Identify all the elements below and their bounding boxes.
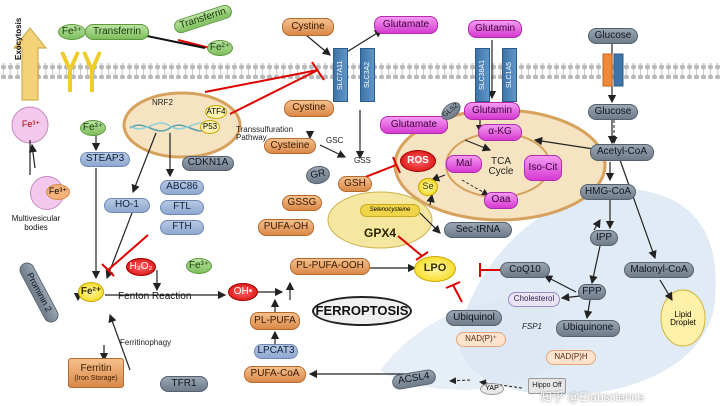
lipid-droplet-shape	[660, 289, 706, 347]
fe3-fenton-node: Fe³⁺	[186, 258, 212, 274]
nadp-plus-node: NAD(P)⁺	[456, 332, 506, 347]
pl-pufa-node: PL-PUFA	[250, 312, 300, 330]
exocytosis-arrow	[12, 27, 48, 101]
fe2-pool-node: Fe²⁺	[78, 282, 104, 302]
nadph-node: NAD(P)H	[546, 350, 596, 365]
hydroxyl-radical-node: OH•	[228, 283, 258, 301]
slc3a2-transporter: SLC3A2	[360, 48, 375, 102]
fpp-node: FPP	[578, 284, 606, 300]
transferrin-node: Transferrin	[85, 24, 149, 40]
ubiquinol-node: Ubiquinol	[446, 310, 502, 326]
slc38a1-transporter: SLC38A1	[475, 48, 490, 102]
glutamin-in-node: Glutamin	[464, 102, 520, 120]
fe3-mvb-node: Fe³⁺	[46, 184, 70, 200]
sec-trna-node: Sec-tRNA	[444, 222, 512, 238]
ferritinophagy-label: Ferritinophagy	[120, 338, 172, 347]
akg-node: α-KG	[478, 124, 522, 141]
tfr1-node: TFR1	[160, 376, 208, 392]
hippo-off-node: Hippo Off	[528, 378, 566, 394]
fe3-transferrin-node: Fe³⁺	[58, 24, 86, 40]
slc1a5-transporter: SLC1A5	[502, 48, 517, 102]
fe3-vesicle-node: Fe³⁺	[21, 119, 41, 130]
malonyl-coa-node: Malonyl-CoA	[624, 262, 694, 278]
ferritin-sublabel: (Iron Storage)	[74, 374, 118, 382]
ros-node: ROS	[400, 150, 436, 172]
ftl-node: FTL	[160, 200, 204, 215]
ipp-node: IPP	[590, 230, 618, 246]
cystine-in-node: Cystine	[284, 100, 334, 117]
acetyl-coa-node: Acetyl-CoA	[590, 144, 654, 161]
gpx4-label: GPX4	[363, 225, 396, 240]
steap3-node: STEAP3	[80, 152, 130, 167]
yap-node: YAP	[480, 383, 504, 395]
h2o2-node: H₂O₂	[126, 258, 156, 276]
atf4-node: ATF4	[205, 105, 227, 119]
pufa-oh-node: PUFA-OH	[258, 219, 314, 236]
transsulfuration-label: Transsulfuration Pathway	[236, 125, 294, 142]
mal-node: Mal	[446, 155, 482, 173]
exocytosis-label: Exocytosis	[14, 17, 23, 60]
lipid-droplet-label: Lipid Droplet	[670, 309, 696, 327]
watermark: 知乎 @Elabscience	[540, 390, 645, 404]
selenocysteine-node: Selenocysteine	[360, 204, 420, 217]
tca-cycle-label: TCA Cycle	[488, 155, 514, 177]
glutamin-out-node: Glutamin	[468, 20, 522, 38]
glutamate-out-node: Glutamate	[374, 16, 438, 34]
pl-pufa-ooh-node: PL-PUFA-OOH	[290, 258, 370, 275]
fenton-reaction-label: Fenton Reaction	[118, 291, 192, 302]
abcb6-node: ABC86	[160, 180, 204, 195]
ubiquinone-node: Ubiquinone	[556, 320, 620, 337]
gsh-node: GSH	[338, 176, 372, 192]
ferroptosis-node: FERROPTOSIS	[312, 296, 412, 326]
slc7a11-transporter: SLC7A11	[333, 48, 348, 102]
mvb-label: Multivesicular bodies	[11, 214, 61, 232]
gss-label: GSS	[354, 156, 371, 165]
cholesterol-node: Cholesterol	[508, 292, 560, 307]
cystine-out-node: Cystine	[282, 18, 334, 36]
se-node: Se	[418, 178, 438, 196]
lpcat3-node: LPCAT3	[254, 344, 298, 359]
fth-node: FTH	[160, 220, 204, 235]
fsp1-label: FSP1	[522, 322, 543, 331]
ferritin-label: Ferritin	[80, 363, 112, 375]
glucose-in-node: Glucose	[588, 104, 638, 120]
ferritin-node: Ferritin (Iron Storage)	[68, 358, 124, 388]
pufa-coa-node: PUFA-CoA	[244, 366, 306, 383]
cysteine-node: Cysteine	[264, 138, 316, 154]
ho1-node: HO-1	[104, 198, 150, 213]
glucose-out-node: Glucose	[588, 28, 638, 44]
p53-node: P53	[200, 120, 220, 134]
glutamate-in-node: Glutamate	[380, 116, 448, 134]
coq10-node: CoQ10	[500, 262, 550, 278]
lpo-node: LPO	[414, 256, 456, 282]
cdkn1a-node: CDKN1A	[182, 156, 234, 171]
fe3-endosome-node: Fe³⁺	[80, 120, 106, 136]
gsc-label: GSC	[326, 136, 344, 145]
fe2-out-node: Fe²⁺	[207, 40, 233, 56]
hmg-coa-node: HMG-CoA	[580, 184, 636, 200]
gssg-node: GSSG	[282, 195, 322, 211]
iso-cit-node: Iso-Cit	[524, 155, 562, 181]
oaa-node: Oaa	[484, 192, 518, 209]
nrf2-label: NRF2	[152, 98, 173, 107]
